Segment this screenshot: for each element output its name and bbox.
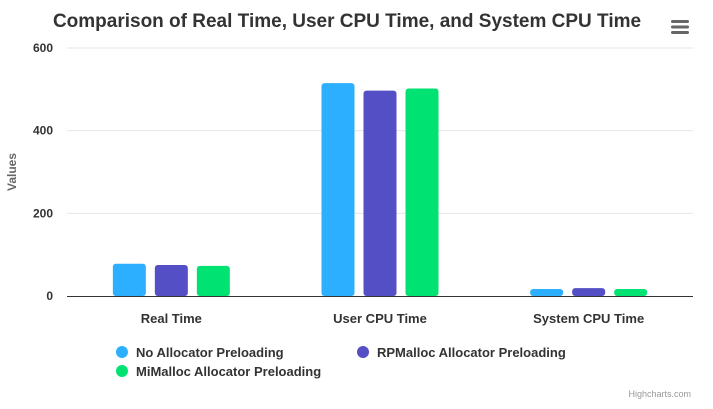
y-axis-ticks: 0 200 400 600 <box>33 41 53 303</box>
chart-title: Comparison of Real Time, User CPU Time, … <box>53 11 641 32</box>
x-tick-label: Real Time <box>141 311 202 326</box>
bar-2-2[interactable] <box>363 90 397 296</box>
legend: No Allocator Preloading RPMalloc Allocato… <box>116 345 566 379</box>
legend-item[interactable]: RPMalloc Allocator Preloading <box>357 345 566 360</box>
bar-2-3[interactable] <box>572 288 606 296</box>
legend-label: RPMalloc Allocator Preloading <box>377 345 566 360</box>
y-tick-label: 400 <box>33 124 53 138</box>
y-tick-label: 600 <box>33 41 53 55</box>
menu-icon-bar-1 <box>671 20 689 23</box>
legend-label: MiMalloc Allocator Preloading <box>136 364 321 379</box>
bar-2-1[interactable] <box>154 265 188 296</box>
bar-3-1[interactable] <box>196 265 230 296</box>
bar-3-2[interactable] <box>405 88 439 296</box>
legend-marker <box>116 365 128 377</box>
bar-1-1[interactable] <box>112 263 146 296</box>
menu-button[interactable] <box>665 10 695 40</box>
bar-1-3[interactable] <box>530 288 564 296</box>
x-tick-label: User CPU Time <box>333 311 427 326</box>
legend-item[interactable]: MiMalloc Allocator Preloading <box>116 364 321 379</box>
legend-marker <box>116 346 128 358</box>
x-axis-ticks: Real Time User CPU Time System CPU Time <box>141 311 644 326</box>
legend-marker <box>357 346 369 358</box>
credits-link[interactable]: Highcharts.com <box>628 389 691 399</box>
legend-label: No Allocator Preloading <box>136 345 284 360</box>
y-axis-title: Values <box>5 153 19 191</box>
menu-icon-bar-3 <box>671 31 689 34</box>
legend-item[interactable]: No Allocator Preloading <box>116 345 284 360</box>
bar-1-2[interactable] <box>321 83 355 296</box>
menu-icon-bar-2 <box>671 25 689 29</box>
y-tick-label: 0 <box>46 289 53 303</box>
menu-icon[interactable] <box>665 10 695 40</box>
bar-3-3[interactable] <box>614 288 648 296</box>
bars <box>112 83 648 296</box>
x-tick-label: System CPU Time <box>533 311 644 326</box>
y-tick-label: 200 <box>33 206 53 220</box>
